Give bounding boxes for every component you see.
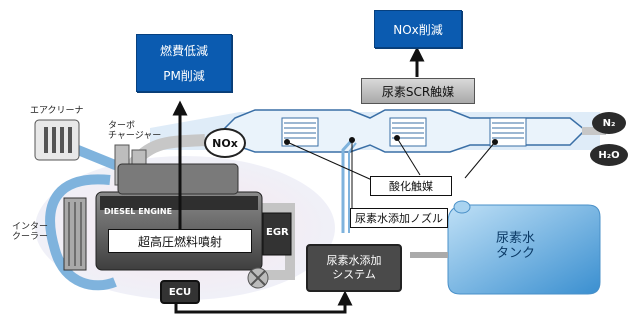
egr-label: EGR [266, 227, 289, 238]
urea-tank-label-line1: 尿素水 [496, 231, 536, 246]
urea-nozzle-box: 尿素水添加ノズル [350, 208, 448, 228]
intercooler-pipe [45, 174, 117, 291]
air-cleaner-icon [34, 119, 80, 161]
injection-box: 超高圧燃料噴射 [108, 229, 252, 253]
n2-label: N₂ [602, 117, 616, 129]
injection-label: 超高圧燃料噴射 [137, 234, 222, 249]
oxidation-catalyst-box: 酸化触媒 [370, 176, 452, 196]
scr-catalyst-brick [389, 117, 427, 147]
intake-pipe [73, 145, 120, 170]
intercooler-label-line2: クーラー [12, 232, 49, 243]
pm-reduction-label: PM削減 [163, 69, 205, 83]
urea-system-box: 尿素水添加 システム [306, 244, 402, 292]
turbocharger-label: ターボ チャージャー [108, 121, 161, 142]
ecu-control-line [174, 290, 353, 314]
air-cleaner-label: エアクリーナ [30, 106, 84, 116]
n2-bubble: N₂ [592, 112, 626, 134]
ecu-label: ECU [168, 286, 192, 298]
urea-scr-label: 尿素SCR触媒 [381, 84, 455, 99]
urea-nozzle-line [341, 138, 354, 233]
diesel-engine-label: DIESEL ENGINE [104, 207, 173, 216]
h2o-bubble: H₂O [590, 144, 628, 166]
urea-nozzle-label: 尿素水添加ノズル [355, 212, 443, 225]
leader-scr [396, 137, 421, 176]
ecu-box: ECU [160, 280, 200, 304]
h2o-label: H₂O [598, 149, 620, 161]
nox-reduction-label: NOx削減 [393, 22, 443, 37]
egr-valve-icon [247, 267, 269, 289]
egr-block [262, 212, 292, 256]
turbo-label-line1: ターボ [108, 121, 136, 131]
fuel-reduction-label: 燃費低減 [159, 44, 208, 58]
intercooler-label-line1: インター [12, 222, 49, 232]
nox-label: NOx [212, 136, 238, 150]
urea-tank-label: 尿素水 タンク [496, 231, 536, 262]
nox-reduction-box: NOx削減 [374, 10, 462, 48]
urea-tank-label-line2: タンク [496, 245, 536, 261]
urea-system-label-line1: 尿素水添加 [326, 253, 382, 267]
urea-scr-box: 尿素SCR触媒 [361, 78, 475, 104]
urea-tank-icon [447, 204, 601, 295]
urea-system-label-line2: システム [332, 268, 376, 281]
intercooler-icon [63, 197, 87, 271]
fuel-pm-box: 燃費低減 PM削減 [136, 34, 232, 92]
nox-bubble: NOx [204, 128, 246, 158]
intercooler-label: インター クーラー [12, 222, 48, 243]
turbo-label-line2: チャージャー [108, 131, 162, 142]
oxidation-catalyst-brick [281, 117, 319, 147]
oxidation-catalyst-label: 酸化触媒 [389, 180, 433, 193]
leader-oxidation-2 [464, 141, 496, 179]
leader-oxidation [286, 141, 373, 181]
